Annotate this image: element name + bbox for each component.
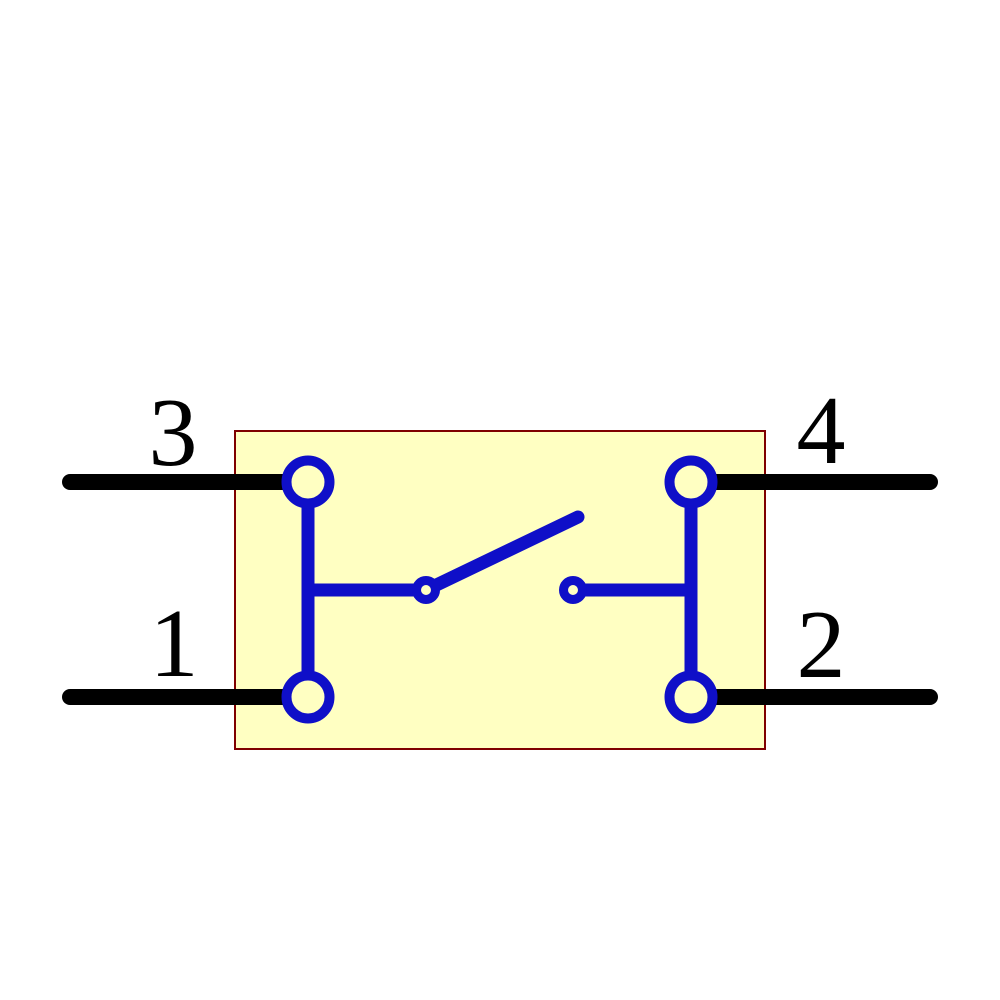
pin-circle-2[interactable] xyxy=(664,670,718,724)
pin-circle-1[interactable] xyxy=(281,670,335,724)
pin-number-1: 1 xyxy=(150,590,199,698)
pin-circle-4[interactable] xyxy=(664,455,718,509)
pin-number-4: 4 xyxy=(797,377,846,485)
pin-number-3: 3 xyxy=(149,379,198,487)
pin-number-2: 2 xyxy=(797,591,846,699)
switch-lever[interactable] xyxy=(419,510,585,597)
pin-circle-3[interactable] xyxy=(281,455,335,509)
left-contact-dot xyxy=(412,576,440,604)
right-contact-dot xyxy=(559,576,587,604)
